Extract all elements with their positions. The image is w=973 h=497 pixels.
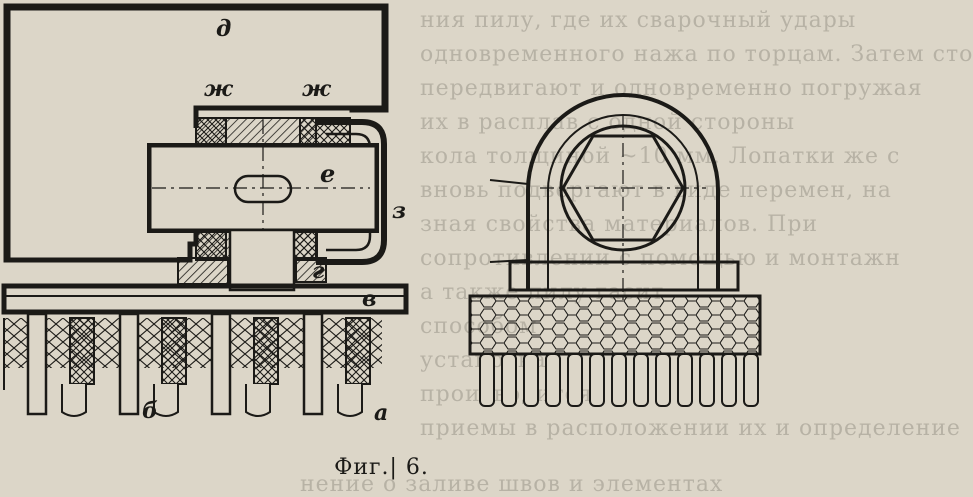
figure-caption: Фиг.| 6.: [334, 455, 429, 480]
hoop-outer: [526, 93, 720, 290]
electrode-posts: [26, 312, 324, 416]
figure-page: ния пилу, где их сварочный удары одновре…: [1, 3, 972, 497]
label-b: б: [142, 398, 158, 424]
label-v: в: [362, 286, 376, 312]
bg-line: нение о заливе швов и элементах: [300, 472, 724, 497]
label-a: а: [374, 400, 388, 426]
clamp-z: [316, 119, 387, 265]
base-plate-v: [1, 283, 409, 315]
frame-d-inner: [8, 5, 387, 108]
bg-line: зная свойства материалов. При: [420, 212, 819, 237]
bg-line: ния пилу, где их сварочный удары: [420, 8, 857, 33]
technical-drawing: д ж ж е з г в б а: [1, 3, 762, 426]
lattice-band: [4, 318, 382, 368]
bg-line: вновь подвергают в виде перемен, на: [420, 178, 892, 203]
mesh-columns: [69, 317, 371, 385]
bg-line: передвигают и одновременно погружая: [420, 76, 923, 101]
bg-line: приемы в расположении их и определение: [420, 416, 961, 441]
label-z: з: [392, 198, 406, 224]
left-section-view: [1, 3, 409, 417]
label-e: е: [320, 159, 335, 188]
label-d: д: [216, 16, 231, 42]
bg-line: их в расплав с одной стороны: [420, 110, 796, 135]
right-end-view: [468, 93, 762, 407]
bg-line: одновременного нажа по торцам. Затем сто: [420, 42, 973, 67]
hex-nut: [561, 134, 685, 242]
honeycomb-band: [468, 294, 762, 356]
label-zh-right: ж: [302, 76, 332, 102]
label-g: г: [312, 258, 325, 284]
tooth-row: [479, 353, 759, 407]
tooth-tips: [61, 384, 363, 417]
label-zh-left: ж: [204, 76, 234, 102]
bg-line: сопротивлении с помощью и монтажн: [420, 246, 901, 271]
post-g: [228, 228, 296, 292]
